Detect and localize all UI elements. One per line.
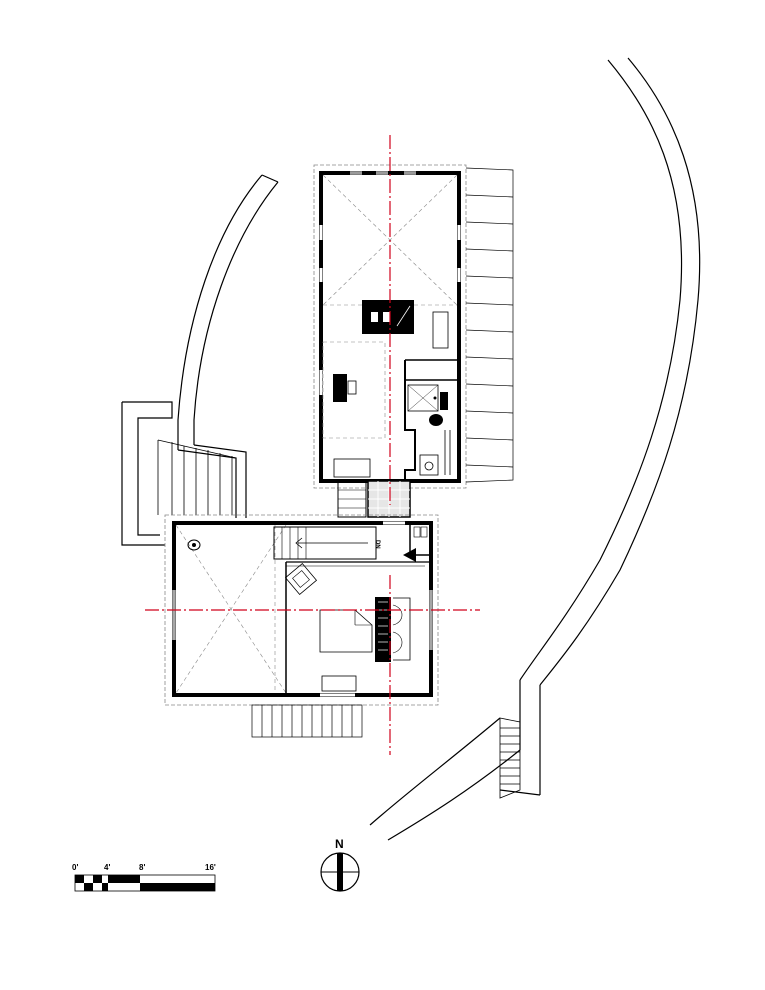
scale-tick-4: 4'	[104, 863, 110, 872]
site-path	[369, 57, 701, 841]
axis-lines	[145, 135, 480, 755]
north-arrow: N	[320, 837, 360, 892]
scale-tick-16: 16'	[205, 863, 216, 872]
east-deck	[465, 167, 514, 483]
exterior-stair-left	[157, 439, 237, 515]
site-stair	[499, 717, 521, 799]
lower-wing	[164, 514, 439, 706]
scale-bar: 0' 4' 8' 16'	[72, 863, 216, 892]
south-deck	[251, 704, 363, 738]
north-label: N	[335, 837, 344, 851]
connector-bridge	[337, 480, 411, 518]
retaining-wall	[121, 174, 279, 546]
stair-down-label: DN	[374, 540, 380, 549]
scale-tick-0: 0'	[72, 863, 78, 872]
scale-tick-8: 8'	[139, 863, 145, 872]
